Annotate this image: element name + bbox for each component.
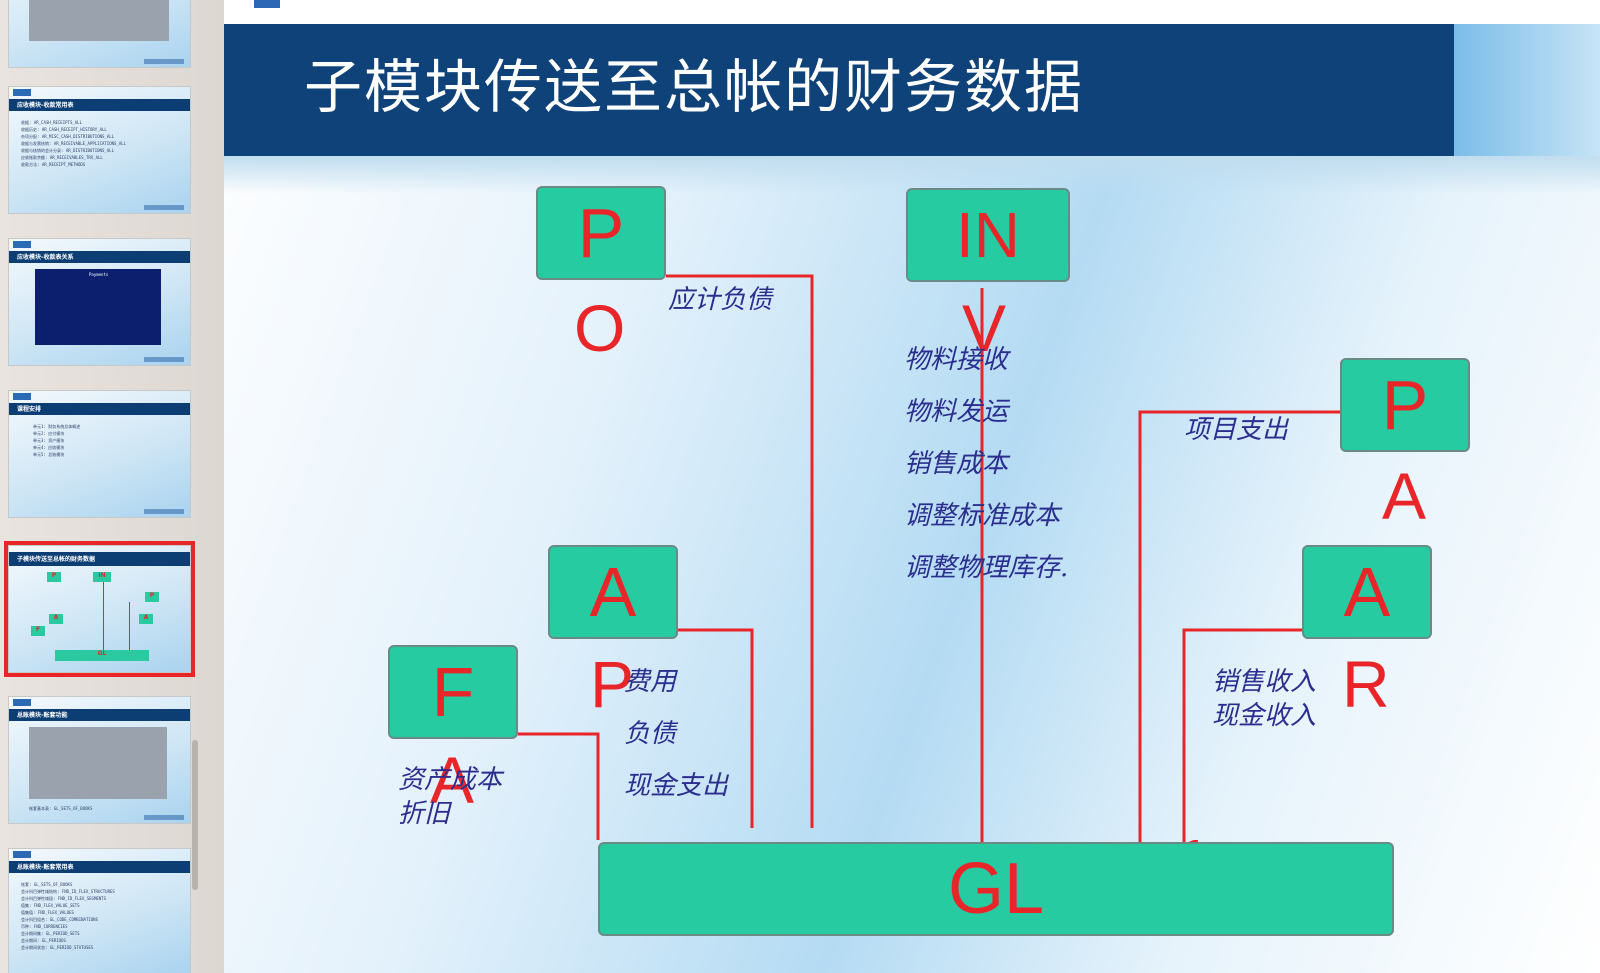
- slide-thumbnail-6[interactable]: 总账模块-账套功能 账套基本表: GL_SETS_OF_BOOKS: [8, 696, 191, 824]
- slide-thumbnail-panel: 应收模块-收款常用表 收据: AR_CASH_RECEIPTS_ALL 收据历史…: [0, 0, 224, 973]
- module-label-ap: P: [590, 647, 635, 721]
- thumbnail-screenshot: [29, 0, 169, 41]
- thumbnail-title: 总账模块-账套常用表: [17, 864, 74, 871]
- note-ap-1: 费用: [624, 667, 677, 697]
- thumbnail-logo: [13, 851, 31, 858]
- thumbnail-footer-logo: [144, 357, 184, 362]
- slide-canvas: 子模块传送至总帐的财务数据 P O 应计负债 IN: [224, 0, 1600, 973]
- thumbnail-diagram: [35, 269, 161, 345]
- thumbnail-box-inv: IN: [93, 572, 111, 582]
- module-label-pa: A: [1382, 459, 1427, 533]
- slide-title-bar: [224, 24, 1454, 156]
- note-fa-2: 折旧: [398, 799, 451, 829]
- note-ar-2: 现金收入: [1212, 701, 1317, 731]
- thumbnail-text: 账套: GL_SETS_OF_BOOKS 会计科目弹性域结构: FND_ID_F…: [21, 882, 115, 950]
- note-pa: 项目支出: [1184, 415, 1289, 445]
- note-ap-2: 负债: [624, 719, 677, 749]
- thumbnail-title: 应收模块-收款常用表: [17, 102, 74, 109]
- slide-thumbnail-3[interactable]: 应收模块-收款表关系 Payments: [8, 238, 191, 366]
- module-box-pa: P: [1340, 358, 1470, 452]
- thumbnail-title: 子模块传送至总帐的财务数据: [17, 556, 96, 563]
- slide-header-strip: [224, 0, 1600, 24]
- thumbnail-text: 账套基本表: GL_SETS_OF_BOOKS: [29, 806, 93, 811]
- thumbnail-box-ap: A: [49, 614, 63, 624]
- thumbnail-title: 应收模块-收款表关系: [17, 254, 74, 261]
- thumbnail-title-bar: [9, 403, 190, 415]
- thumbnail-text: 收据: AR_CASH_RECEIPTS_ALL 收据历史: AR_CASH_R…: [21, 120, 127, 167]
- module-box-ar: A: [1302, 545, 1432, 639]
- thumbnail-text: Payments: [89, 272, 109, 277]
- slide-title-bar-accent: [1454, 24, 1600, 156]
- thumbnail-footer-logo: [144, 59, 184, 64]
- slide-logo: [254, 0, 280, 8]
- thumbnail-logo: [13, 393, 31, 400]
- note-fa-1: 资产成本: [398, 765, 503, 795]
- connector-po: [666, 274, 814, 828]
- ledger-flow-diagram: P O 应计负债 IN V 物料接收 物料发运 销售成本 调整标准成本 调整物理…: [224, 0, 1600, 973]
- thumbnail-footer-logo: [144, 205, 184, 210]
- thumbnail-title-bar: [9, 99, 190, 111]
- thumbnail-logo: [13, 699, 31, 706]
- module-label-inv: V: [962, 291, 1007, 365]
- thumbnail-connector: [103, 582, 104, 650]
- thumbnail-title-bar: [9, 709, 190, 721]
- connector-ap: [678, 628, 754, 828]
- thumbnail-screenshot: [29, 727, 167, 799]
- slide-title-shadow: [224, 156, 1600, 194]
- thumbnail-title: 课程安排: [17, 406, 42, 413]
- module-label-po: O: [574, 291, 626, 365]
- thumbnail-title-bar: [9, 861, 190, 873]
- thumbnail-scrollbar[interactable]: [192, 740, 198, 890]
- module-box-inv: IN: [906, 188, 1070, 282]
- thumbnail-title-bar: [9, 552, 190, 566]
- slide-thumbnail-7[interactable]: 总账模块-账套常用表 账套: GL_SETS_OF_BOOKS 会计科目弹性域结…: [8, 848, 191, 973]
- note-ar-1: 销售收入: [1212, 667, 1317, 697]
- thumbnail-connector: [129, 602, 130, 650]
- module-box-po: P: [536, 186, 666, 280]
- thumbnail-box-gl: GL: [55, 650, 149, 661]
- thumbnail-footer-logo: [144, 815, 184, 820]
- slide-title: 子模块传送至总帐的财务数据: [304, 53, 1085, 121]
- thumbnail-title-bar: [9, 251, 190, 263]
- slide-thumbnail-4[interactable]: 课程安排 单元1: 财务系统总体概述 单元2: 应付模块 单元3: 资产模块 单…: [8, 390, 191, 518]
- note-inv-3: 销售成本: [904, 449, 1009, 479]
- thumbnail-box-fa: F: [31, 626, 45, 636]
- note-inv-1: 物料接收: [904, 345, 1009, 375]
- slide-thumbnail-5-selected[interactable]: 子模块传送至总帐的财务数据 P IN P A A F GL: [4, 541, 195, 677]
- note-inv-4: 调整标准成本: [904, 501, 1061, 531]
- thumbnail-box-po: P: [47, 572, 61, 582]
- note-po: 应计负债: [668, 285, 773, 315]
- thumbnail-box-ar: A: [139, 614, 153, 624]
- note-inv-5: 调整物理库存.: [904, 553, 1069, 583]
- module-box-gl: GL: [598, 842, 1394, 936]
- module-box-ap: A: [548, 545, 678, 639]
- connector-fa: [518, 732, 600, 840]
- thumbnail-text: 单元1: 财务系统总体概述 单元2: 应付模块 单元3: 资产模块 单元4: 应…: [33, 424, 81, 457]
- note-ap-3: 现金支出: [624, 771, 729, 801]
- thumbnail-box-pa: P: [145, 592, 159, 602]
- thumbnail-logo: [13, 241, 31, 248]
- connector-ar: [1184, 628, 1302, 846]
- thumbnail-footer-logo: [144, 509, 184, 514]
- note-inv-2: 物料发运: [904, 397, 1009, 427]
- thumbnail-title: 总账模块-账套功能: [17, 712, 68, 719]
- slide-thumbnail-2[interactable]: 应收模块-收款常用表 收据: AR_CASH_RECEIPTS_ALL 收据历史…: [8, 86, 191, 214]
- connector-pa: [1140, 410, 1340, 852]
- slide-thumbnail-1[interactable]: [8, 0, 191, 68]
- module-label-ar: R: [1342, 647, 1390, 721]
- thumbnail-logo: [13, 89, 31, 96]
- module-label-fa: A: [430, 743, 475, 817]
- module-box-fa: F: [388, 645, 518, 739]
- connector-lines: [518, 274, 1340, 973]
